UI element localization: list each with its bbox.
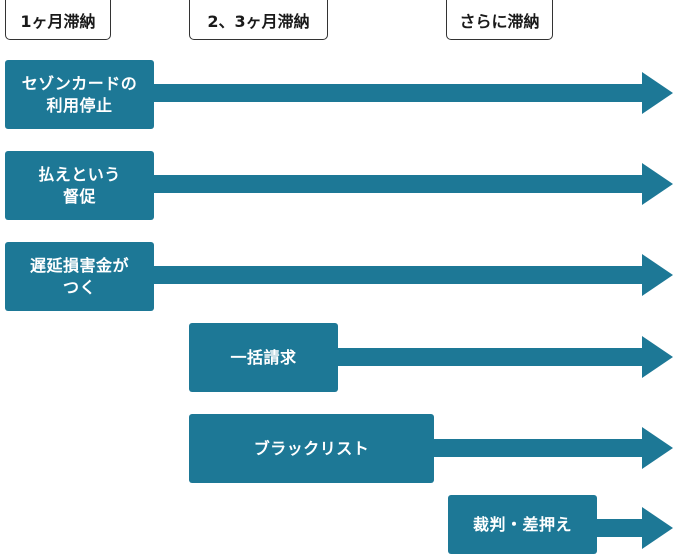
arrow-2 <box>150 163 673 205</box>
arrow-6 <box>593 507 673 549</box>
step-late-fee-line-1: 遅延損害金が <box>29 255 129 275</box>
step-lawsuit-seizure-line-1: 裁判・差押え <box>472 514 572 534</box>
step-lump-sum-claim: 一括請求 <box>189 323 338 392</box>
step-card-suspension: セゾンカードの 利用停止 <box>5 60 154 129</box>
step-payment-demand: 払えという 督促 <box>5 151 154 220</box>
arrow-1 <box>150 72 673 114</box>
header-further: さらに滞納 <box>446 0 553 40</box>
step-lump-sum-claim-line-1: 一括請求 <box>230 347 297 367</box>
arrow-4 <box>334 336 673 378</box>
step-card-suspension-line-1: セゾンカードの <box>21 73 138 93</box>
step-payment-demand-line-2: 督促 <box>62 186 96 206</box>
step-late-fee-line-2: つく <box>62 277 96 297</box>
header-2-3-months: 2、3ヶ月滞納 <box>189 0 328 40</box>
step-card-suspension-line-2: 利用停止 <box>46 95 113 115</box>
arrow-5 <box>430 427 673 469</box>
step-late-fee: 遅延損害金が つく <box>5 242 154 311</box>
arrow-3 <box>150 254 673 296</box>
step-blacklist-line-1: ブラックリスト <box>253 438 370 458</box>
step-payment-demand-line-1: 払えという <box>38 164 121 184</box>
header-1-month: 1ヶ月滞納 <box>5 0 111 40</box>
step-blacklist: ブラックリスト <box>189 414 434 483</box>
step-lawsuit-seizure: 裁判・差押え <box>448 495 597 554</box>
